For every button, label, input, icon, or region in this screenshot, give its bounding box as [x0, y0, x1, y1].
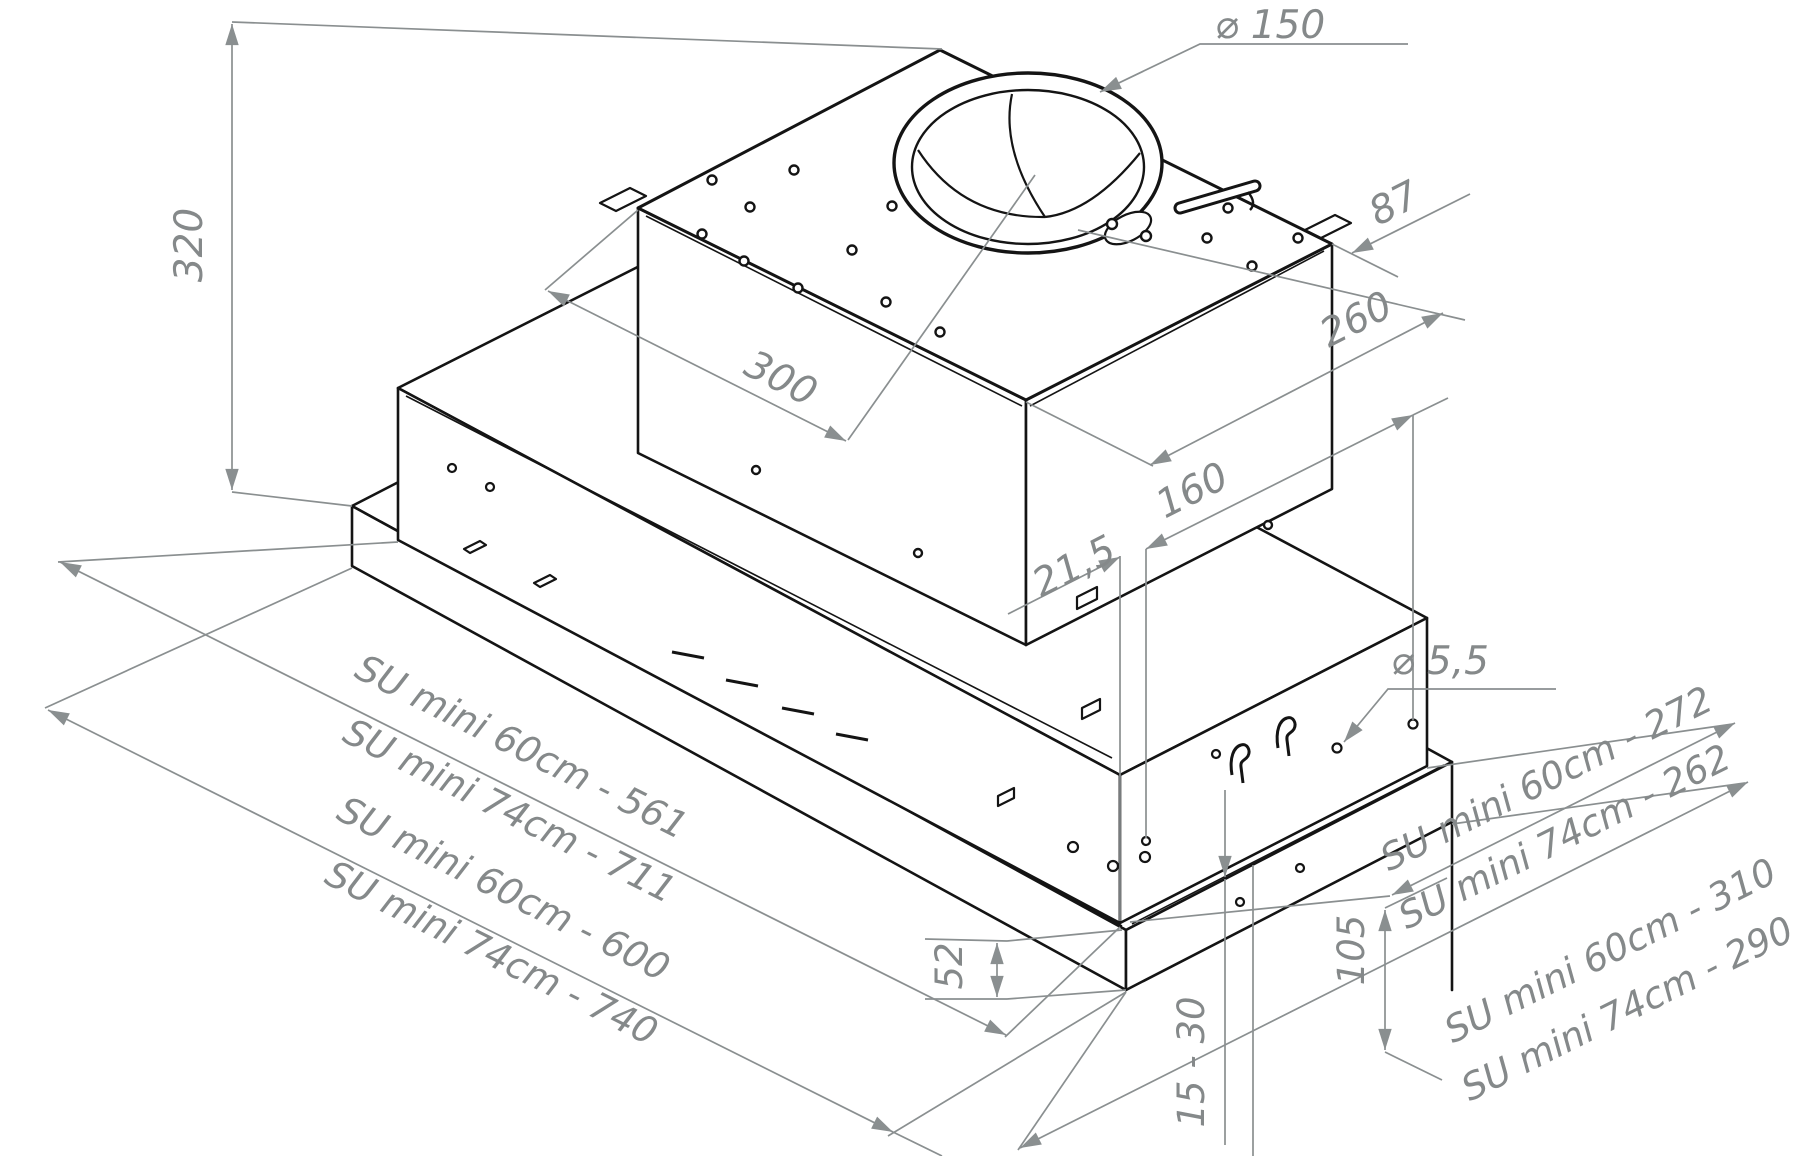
screw-icon	[846, 244, 858, 256]
label-105: 105	[1330, 915, 1373, 986]
dimension-lines	[44, 21, 1749, 1156]
hole	[1140, 835, 1152, 847]
screw-icon	[1222, 202, 1234, 214]
label-overall-height: 320	[167, 208, 212, 282]
screw-icon	[750, 464, 762, 476]
label-52: 52	[928, 942, 971, 989]
screw-icon	[744, 201, 756, 213]
latch-slot	[1075, 585, 1099, 611]
dim-tail	[1412, 397, 1449, 416]
collar-inner-rim	[910, 88, 1146, 246]
clamp-screw-icon	[1139, 229, 1153, 243]
keyhole-slot	[462, 539, 488, 555]
ext-line	[1017, 991, 1127, 1151]
ext-line	[887, 991, 1127, 1137]
ext-line	[1025, 401, 1154, 467]
ext-line	[1331, 243, 1399, 278]
ext-line	[1077, 229, 1466, 321]
screw-icon	[912, 547, 924, 559]
backdraft-flap-right	[1044, 152, 1141, 219]
dim-line-300	[547, 290, 847, 442]
screw-icon	[934, 326, 946, 338]
leader-150	[1099, 43, 1408, 93]
lever-hook	[1247, 191, 1255, 211]
ext-tick	[1384, 1051, 1443, 1081]
backdraft-flap-seam	[1008, 93, 1046, 218]
corner-tab-left	[598, 186, 648, 213]
mount-hole-5-5	[1407, 718, 1419, 730]
slot-glyph	[1080, 697, 1102, 721]
ext-line	[847, 174, 1036, 441]
hole	[1210, 748, 1222, 760]
screw-icon	[738, 255, 750, 267]
dim-tail	[892, 1131, 943, 1156]
ext-line	[57, 541, 399, 563]
screw-icon	[696, 228, 708, 240]
screw-icon	[1262, 519, 1274, 531]
ext-tick	[924, 938, 1008, 942]
mount-hole-5-5	[1331, 742, 1343, 754]
dim-line-600	[47, 709, 894, 1133]
ext-line	[1006, 989, 1127, 1000]
ext-line	[231, 491, 353, 507]
screw-icon	[880, 296, 892, 308]
hole	[446, 462, 458, 474]
damper-lever-slot	[1176, 182, 1259, 212]
dim-line-160	[1145, 414, 1414, 550]
hole	[1138, 850, 1152, 864]
duct-collar	[892, 71, 1164, 255]
hanging-hook	[1229, 743, 1251, 784]
hanging-hook	[1275, 716, 1297, 757]
label-duct-diameter: ⌀ 150	[1215, 3, 1325, 48]
dim-line-310	[1019, 781, 1749, 1149]
label-mount-hole-diameter: ⌀ 5,5	[1391, 639, 1489, 684]
leader-5-5	[1343, 688, 1556, 743]
dim-line-21-5	[1007, 556, 1121, 615]
ext-line	[44, 567, 353, 709]
hole	[1106, 859, 1120, 873]
screw-icon	[788, 164, 800, 176]
hole	[1066, 840, 1080, 854]
hole	[484, 481, 496, 493]
ext-line	[231, 21, 943, 50]
screw-icon	[1201, 232, 1213, 244]
corner-tab-right	[1303, 213, 1353, 240]
clamp-screw-icon	[1105, 217, 1119, 231]
dim-line-87	[1351, 193, 1471, 254]
label-87: 87	[1362, 172, 1427, 235]
hole	[1234, 896, 1246, 908]
screw-icon	[706, 174, 718, 186]
label-15-30: 15 - 30	[1170, 996, 1213, 1127]
screw-icon	[792, 282, 804, 294]
hole	[1294, 862, 1306, 874]
ext-line	[544, 209, 639, 291]
screw-icon	[886, 200, 898, 212]
backdraft-flap-left	[917, 149, 1046, 219]
screw-icon	[1292, 232, 1304, 244]
